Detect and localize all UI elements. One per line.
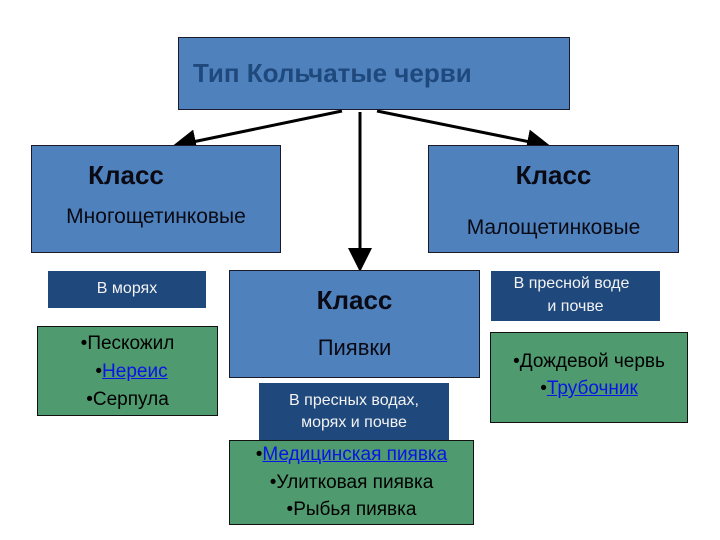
class-box-leeches: Класс Пиявки xyxy=(229,270,480,378)
class-name: Малощетинковые xyxy=(466,216,641,239)
species-item: •Улитковая пиявка xyxy=(269,472,434,493)
species-item: •Дождевой червь xyxy=(513,351,665,372)
species-item: •Трубочник xyxy=(540,378,638,399)
habitat-box-leeches: В пресных водах, морях и почве xyxy=(259,383,449,440)
habitat-text-line2: морях и почве xyxy=(301,414,407,431)
habitat-text-line1: В пресной воде xyxy=(513,275,630,292)
class-box-polychaeta: Класс Многощетинковые xyxy=(31,145,281,253)
habitat-box-polychaeta: В морях xyxy=(48,271,206,308)
class-label: Класс xyxy=(515,160,592,190)
species-item: •Пескожил xyxy=(80,333,175,354)
class-name: Многощетинковые xyxy=(66,205,246,228)
habitat-box-oligochaeta: В пресной воде и почве xyxy=(491,271,660,321)
arrow-to-polychaeta xyxy=(172,109,343,154)
species-box-oligochaeta: •Дождевой червь •Трубочник xyxy=(490,332,688,423)
class-label: Класс xyxy=(316,285,393,315)
species-link[interactable]: Трубочник xyxy=(546,378,638,399)
species-link[interactable]: Нереис xyxy=(102,361,168,382)
species-item: •Серпула xyxy=(86,389,169,410)
page-title: Тип Кольчатые черви xyxy=(193,58,472,88)
arrow-to-oligochaeta xyxy=(376,109,551,154)
species-box-polychaeta: •Пескожил •Нереис •Серпула xyxy=(37,326,218,416)
class-name: Пиявки xyxy=(317,335,392,360)
species-item: •Рыбья пиявка xyxy=(286,499,417,520)
phylum-title-box: Тип Кольчатые черви xyxy=(178,37,570,110)
class-label: Класс xyxy=(88,160,164,190)
species-link[interactable]: Медицинская пиявка xyxy=(262,444,448,465)
species-item: •Медицинская пиявка xyxy=(255,444,448,465)
species-item: •Нереис xyxy=(95,361,168,382)
habitat-text-line1: В пресных водах, xyxy=(289,392,419,409)
habitat-text: В морях xyxy=(96,280,158,297)
habitat-text-line2: и почве xyxy=(547,298,604,315)
species-box-leeches: •Медицинская пиявка •Улитковая пиявка •Р… xyxy=(229,440,474,525)
class-box-oligochaeta: Класс Малощетинковые xyxy=(428,145,679,253)
